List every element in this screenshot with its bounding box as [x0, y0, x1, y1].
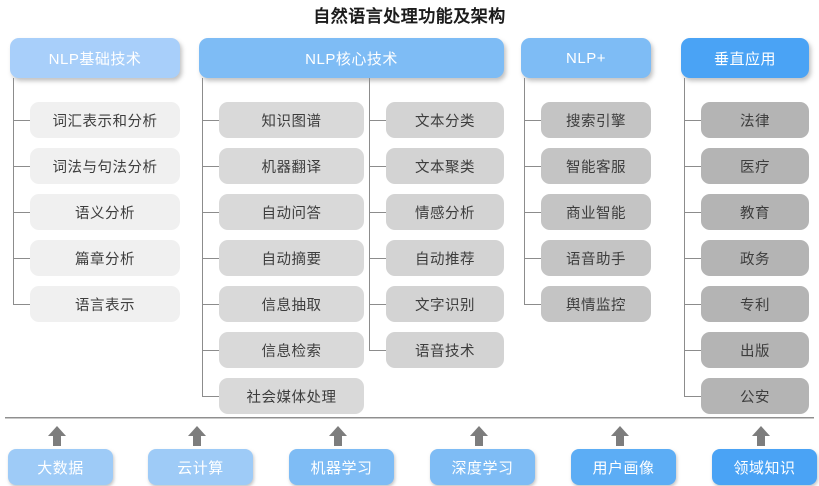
item-nlp-core-b-1[interactable]: 文本聚类	[386, 148, 504, 184]
connector-stub	[684, 258, 701, 259]
connector-stub	[202, 396, 219, 397]
item-nlp-core-a-3[interactable]: 自动摘要	[219, 240, 364, 276]
connector-stub	[13, 120, 30, 121]
connector-stub	[202, 166, 219, 167]
foundation-item-4[interactable]: 用户画像	[571, 449, 676, 485]
item-vertical-apps-5[interactable]: 出版	[701, 332, 809, 368]
item-nlp-core-b-0[interactable]: 文本分类	[386, 102, 504, 138]
connector-stub	[684, 304, 701, 305]
item-vertical-apps-4[interactable]: 专利	[701, 286, 809, 322]
foundation-divider	[5, 417, 814, 419]
connector-stub	[13, 258, 30, 259]
item-nlp-core-b-2[interactable]: 情感分析	[386, 194, 504, 230]
item-nlp-core-a-4[interactable]: 信息抽取	[219, 286, 364, 322]
connector-stub	[369, 212, 386, 213]
up-arrow-icon	[46, 424, 68, 446]
connector-stub	[202, 120, 219, 121]
item-vertical-apps-6[interactable]: 公安	[701, 378, 809, 414]
column-header-nlp-basic[interactable]: NLP基础技术	[10, 38, 180, 78]
item-nlp-plus-1[interactable]: 智能客服	[541, 148, 651, 184]
up-arrow-icon	[750, 424, 772, 446]
up-arrow-icon	[609, 424, 631, 446]
up-arrow-icon	[327, 424, 349, 446]
item-nlp-core-a-5[interactable]: 信息检索	[219, 332, 364, 368]
item-nlp-core-b-4[interactable]: 文字识别	[386, 286, 504, 322]
item-nlp-core-a-0[interactable]: 知识图谱	[219, 102, 364, 138]
connector-stub	[684, 396, 701, 397]
item-nlp-basic-0[interactable]: 词汇表示和分析	[30, 102, 180, 138]
connector-stub	[13, 304, 30, 305]
connector-stub	[524, 166, 541, 167]
connector-stub	[202, 212, 219, 213]
column-header-nlp-plus[interactable]: NLP+	[521, 38, 651, 78]
connector-stub	[369, 258, 386, 259]
item-nlp-basic-1[interactable]: 词法与句法分析	[30, 148, 180, 184]
connector-stub	[202, 350, 219, 351]
connector-stub	[369, 120, 386, 121]
connector-stub	[13, 212, 30, 213]
item-nlp-basic-4[interactable]: 语言表示	[30, 286, 180, 322]
connector-stub	[684, 212, 701, 213]
connector-stub	[684, 166, 701, 167]
connector-stub	[524, 120, 541, 121]
item-nlp-core-b-3[interactable]: 自动推荐	[386, 240, 504, 276]
item-vertical-apps-1[interactable]: 医疗	[701, 148, 809, 184]
connector-stub	[369, 166, 386, 167]
connector-line-vertical-apps	[684, 78, 685, 397]
connector-line-nlp-basic	[13, 78, 14, 305]
item-nlp-plus-3[interactable]: 语音助手	[541, 240, 651, 276]
connector-stub	[369, 304, 386, 305]
item-nlp-basic-3[interactable]: 篇章分析	[30, 240, 180, 276]
connector-stub	[369, 350, 386, 351]
up-arrow-icon	[468, 424, 490, 446]
connector-stub	[684, 350, 701, 351]
item-nlp-basic-2[interactable]: 语义分析	[30, 194, 180, 230]
page-title: 自然语言处理功能及架构	[313, 7, 506, 26]
column-header-nlp-core[interactable]: NLP核心技术	[199, 38, 504, 78]
item-nlp-core-a-1[interactable]: 机器翻译	[219, 148, 364, 184]
connector-stub	[524, 304, 541, 305]
item-nlp-core-a-6[interactable]: 社会媒体处理	[219, 378, 364, 414]
item-nlp-core-b-5[interactable]: 语音技术	[386, 332, 504, 368]
item-vertical-apps-3[interactable]: 政务	[701, 240, 809, 276]
up-arrow-icon	[186, 424, 208, 446]
connector-stub	[13, 166, 30, 167]
item-nlp-plus-2[interactable]: 商业智能	[541, 194, 651, 230]
foundation-item-0[interactable]: 大数据	[8, 449, 113, 485]
connector-stub	[684, 120, 701, 121]
item-nlp-plus-0[interactable]: 搜索引擎	[541, 102, 651, 138]
item-nlp-plus-4[interactable]: 舆情监控	[541, 286, 651, 322]
connector-stub	[524, 212, 541, 213]
connector-line-nlp-core-b	[369, 78, 370, 351]
foundation-item-3[interactable]: 深度学习	[430, 449, 535, 485]
connector-stub	[524, 258, 541, 259]
connector-stub	[202, 304, 219, 305]
item-nlp-core-a-2[interactable]: 自动问答	[219, 194, 364, 230]
foundation-item-1[interactable]: 云计算	[148, 449, 253, 485]
item-vertical-apps-2[interactable]: 教育	[701, 194, 809, 230]
connector-line-nlp-plus	[524, 78, 525, 305]
column-header-vertical-apps[interactable]: 垂直应用	[681, 38, 809, 78]
connector-line-nlp-core-a	[202, 78, 203, 397]
foundation-item-5[interactable]: 领域知识	[712, 449, 817, 485]
connector-stub	[202, 258, 219, 259]
foundation-item-2[interactable]: 机器学习	[289, 449, 394, 485]
item-vertical-apps-0[interactable]: 法律	[701, 102, 809, 138]
